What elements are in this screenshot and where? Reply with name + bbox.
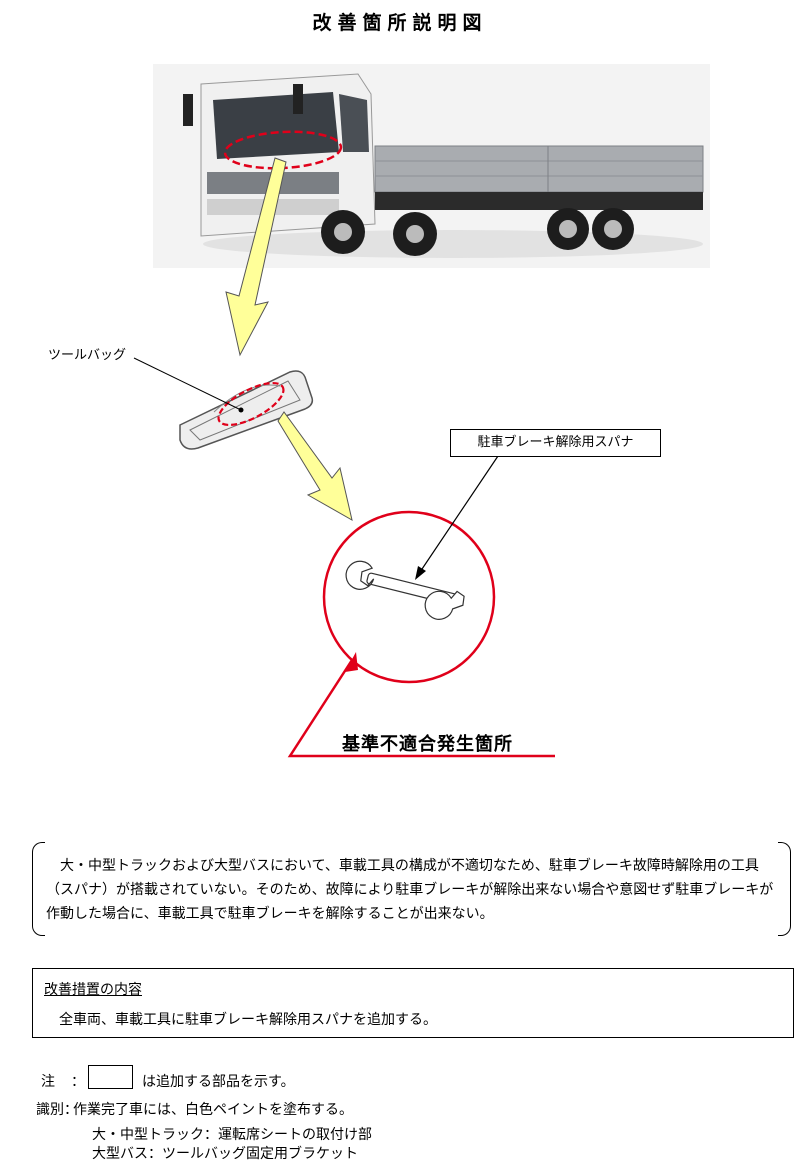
tool-bag-label: ツールバッグ xyxy=(48,344,126,363)
description-bracket-right xyxy=(778,842,791,936)
identification-text: 作業完了車には、白色ペイントを塗布する。 xyxy=(73,1099,353,1119)
spanner-leader-arrowhead xyxy=(415,566,426,580)
identification-truck: 大・中型トラック：運転席シートの取付け部 xyxy=(92,1124,372,1144)
spanner-image xyxy=(341,558,468,624)
improvement-measure-text: 全車両、車載工具に駐車ブレーキ解除用スパナを追加する。 xyxy=(59,1009,437,1029)
identification-label: 識別： xyxy=(36,1099,78,1119)
spanner-label: 駐車ブレーキ解除用スパナ xyxy=(450,429,661,457)
diagram-overlay xyxy=(0,0,800,800)
note-label: 注 xyxy=(41,1071,55,1091)
description-bracket-left xyxy=(32,842,45,936)
note-legend-box xyxy=(88,1065,133,1089)
description-text: 大・中型トラックおよび大型バスにおいて、車載工具の構成が不適切なため、駐車ブレー… xyxy=(46,854,778,926)
defect-location-label: 基準不適合発生箇所 xyxy=(342,730,513,756)
arrow-truck-to-bag xyxy=(226,158,286,355)
spanner-highlight-circle xyxy=(324,512,494,682)
improvement-measure-title: 改善措置の内容 xyxy=(44,979,142,999)
arrow-bag-to-spanner xyxy=(278,412,352,520)
tool-bag-leader xyxy=(134,358,241,410)
improvement-measure-box: 改善措置の内容 全車両、車載工具に駐車ブレーキ解除用スパナを追加する。 xyxy=(32,968,794,1038)
description-box: 大・中型トラックおよび大型バスにおいて、車載工具の構成が不適切なため、駐車ブレー… xyxy=(32,842,791,934)
note-text: は追加する部品を示す。 xyxy=(142,1071,295,1091)
identification-bus: 大型バス：ツールバッグ固定用ブラケット xyxy=(92,1143,358,1163)
note-colon: ： xyxy=(71,1071,85,1091)
